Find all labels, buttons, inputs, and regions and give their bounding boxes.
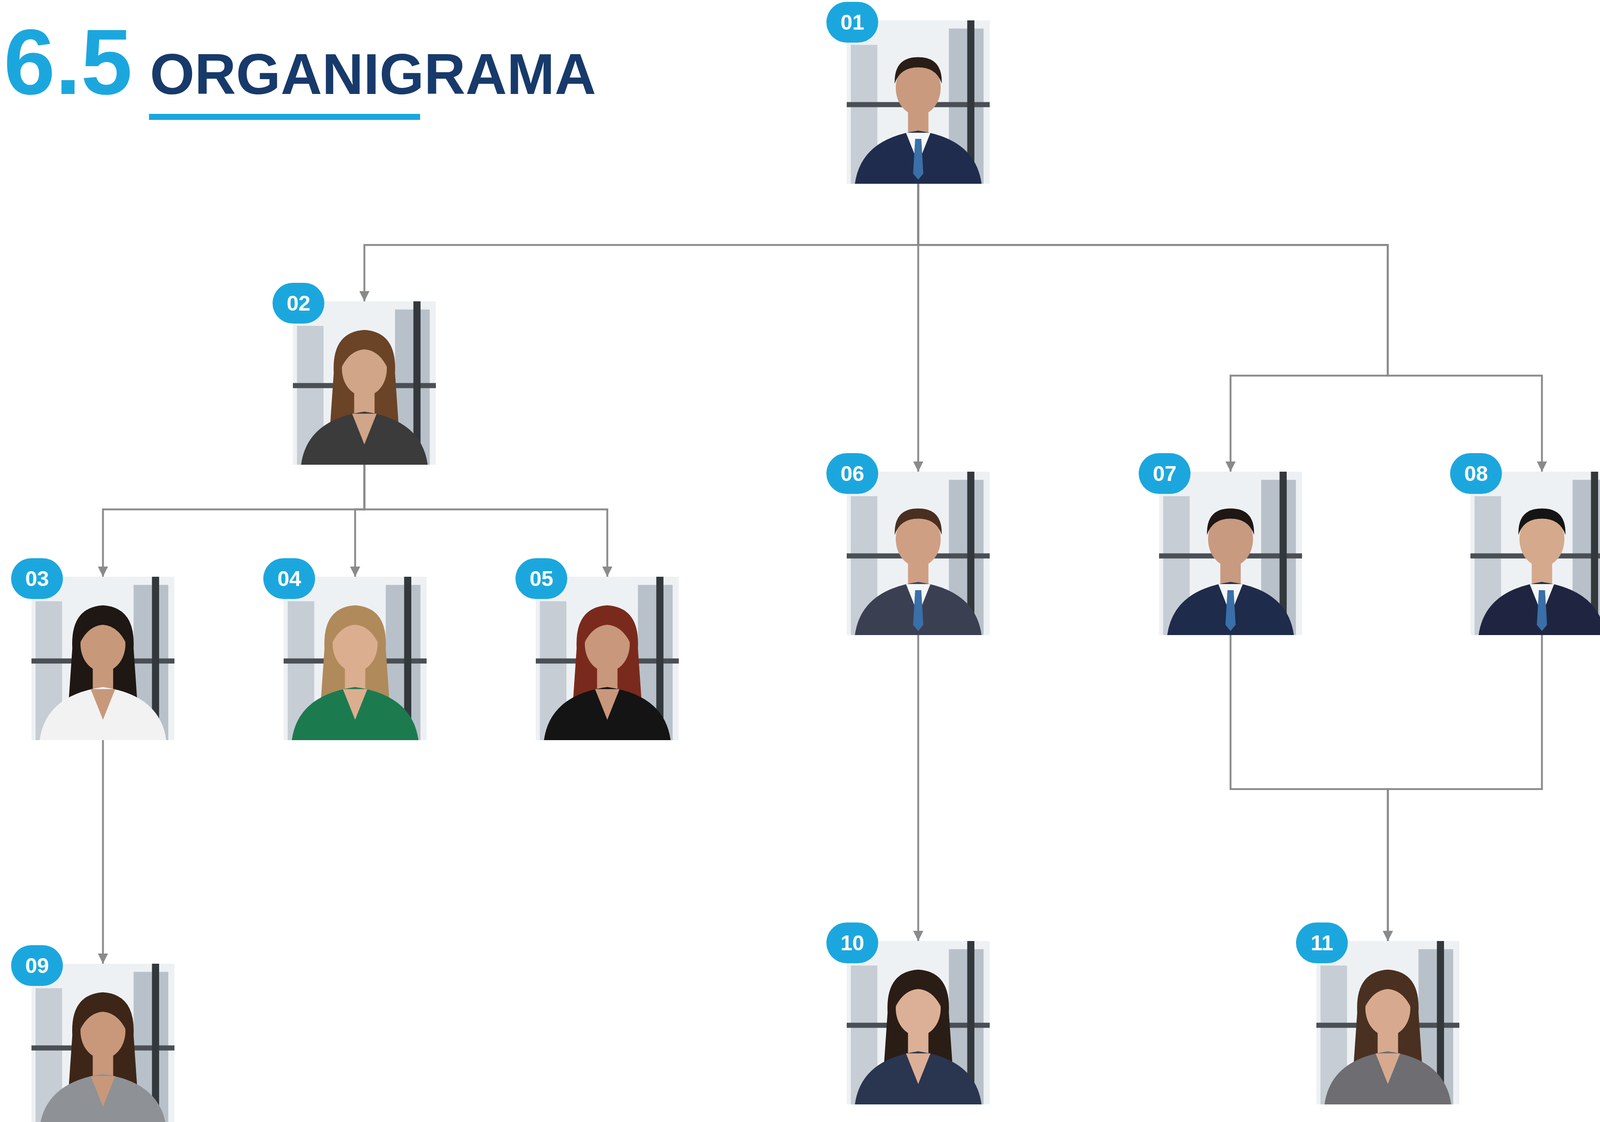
connector-arrow	[917, 634, 920, 941]
connector-arrow	[103, 464, 365, 577]
portrait-photo	[535, 576, 679, 740]
callout-number: 06	[826, 452, 879, 494]
connector-arrow	[918, 183, 1543, 472]
portrait-box: 06	[846, 471, 990, 635]
portrait-box: 07	[1159, 471, 1303, 635]
callout-number: 01	[826, 1, 879, 43]
portrait-photo	[1316, 940, 1460, 1104]
portrait-photo	[31, 576, 175, 740]
callout-number: 05	[515, 558, 568, 599]
portrait-box: 10	[846, 940, 990, 1104]
portrait-photo	[283, 576, 427, 740]
connector-arrow	[1230, 634, 1389, 941]
portrait-box: 09	[31, 963, 175, 1122]
callout-number: 10	[826, 922, 879, 963]
title-underline	[148, 113, 421, 120]
chart-title: ORGANIGRAMA	[149, 45, 596, 103]
portrait-box: 04	[283, 576, 427, 740]
portrait-photo	[292, 301, 436, 465]
portrait-box: 03	[31, 576, 175, 740]
callout-number: 07	[1138, 452, 1191, 494]
connector-arrow	[102, 739, 105, 964]
portrait-box: 01	[846, 20, 990, 184]
portrait-photo	[846, 20, 990, 184]
portrait-photo	[1470, 471, 1600, 635]
portrait-box: 08	[1470, 471, 1600, 635]
portrait-box: 02	[292, 301, 436, 465]
portrait-photo	[1159, 471, 1303, 635]
callout-number: 11	[1296, 922, 1348, 963]
connector-arrow	[364, 183, 919, 302]
connector-arrow	[1388, 634, 1543, 941]
connector-arrow	[918, 183, 1389, 472]
connector-arrow	[364, 464, 608, 577]
callout-number: 04	[263, 558, 316, 599]
portrait-photo	[846, 940, 990, 1104]
portrait-box: 11	[1316, 940, 1460, 1104]
callout-number: 09	[11, 944, 63, 986]
callout-number: 08	[1450, 452, 1502, 494]
portrait-box: 05	[535, 576, 679, 740]
callout-number: 03	[11, 558, 63, 599]
section-number: 6.5	[3, 15, 133, 109]
portrait-photo	[846, 471, 990, 635]
connector-arrow	[355, 464, 365, 577]
portrait-photo	[31, 963, 175, 1122]
callout-number: 02	[272, 282, 325, 324]
